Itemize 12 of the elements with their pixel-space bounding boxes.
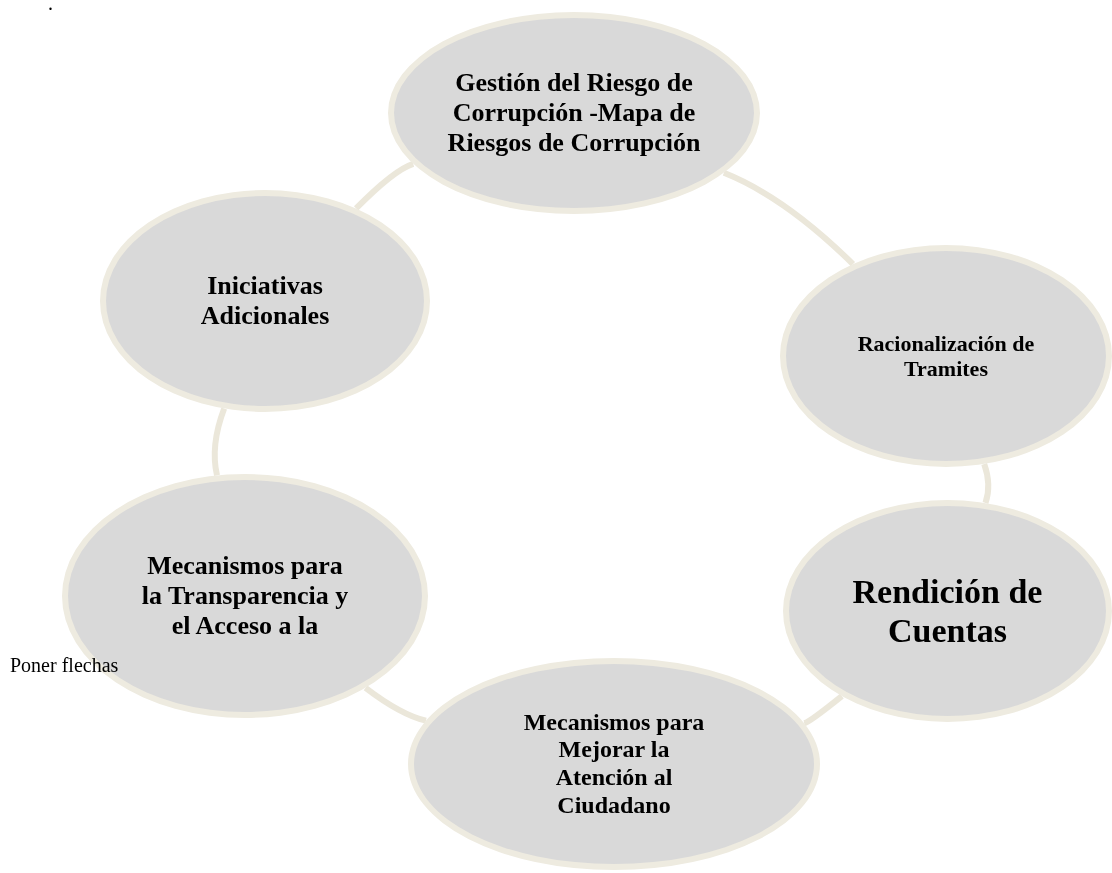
node-label: Iniciativas Adicionales <box>199 271 331 331</box>
node-label: Mecanismos para la Transparencia y el Acceso a la <box>140 551 350 641</box>
connector-line <box>803 693 844 726</box>
connector-line <box>363 685 427 724</box>
node-label: Racionalización de Tramites <box>856 330 1036 382</box>
note-text: Poner flechas <box>10 653 119 678</box>
connector-line <box>722 170 855 267</box>
note-text: . <box>48 0 53 16</box>
node-label: Gestión del Riesgo de Corrupción -Mapa de Riesgos de Corrupción <box>446 68 702 158</box>
node-label: Rendición de Cuentas <box>851 571 1044 651</box>
node-label: Mecanismos para Mejorar la Atención al Ciudadano <box>522 708 706 820</box>
connector-line <box>353 161 415 211</box>
